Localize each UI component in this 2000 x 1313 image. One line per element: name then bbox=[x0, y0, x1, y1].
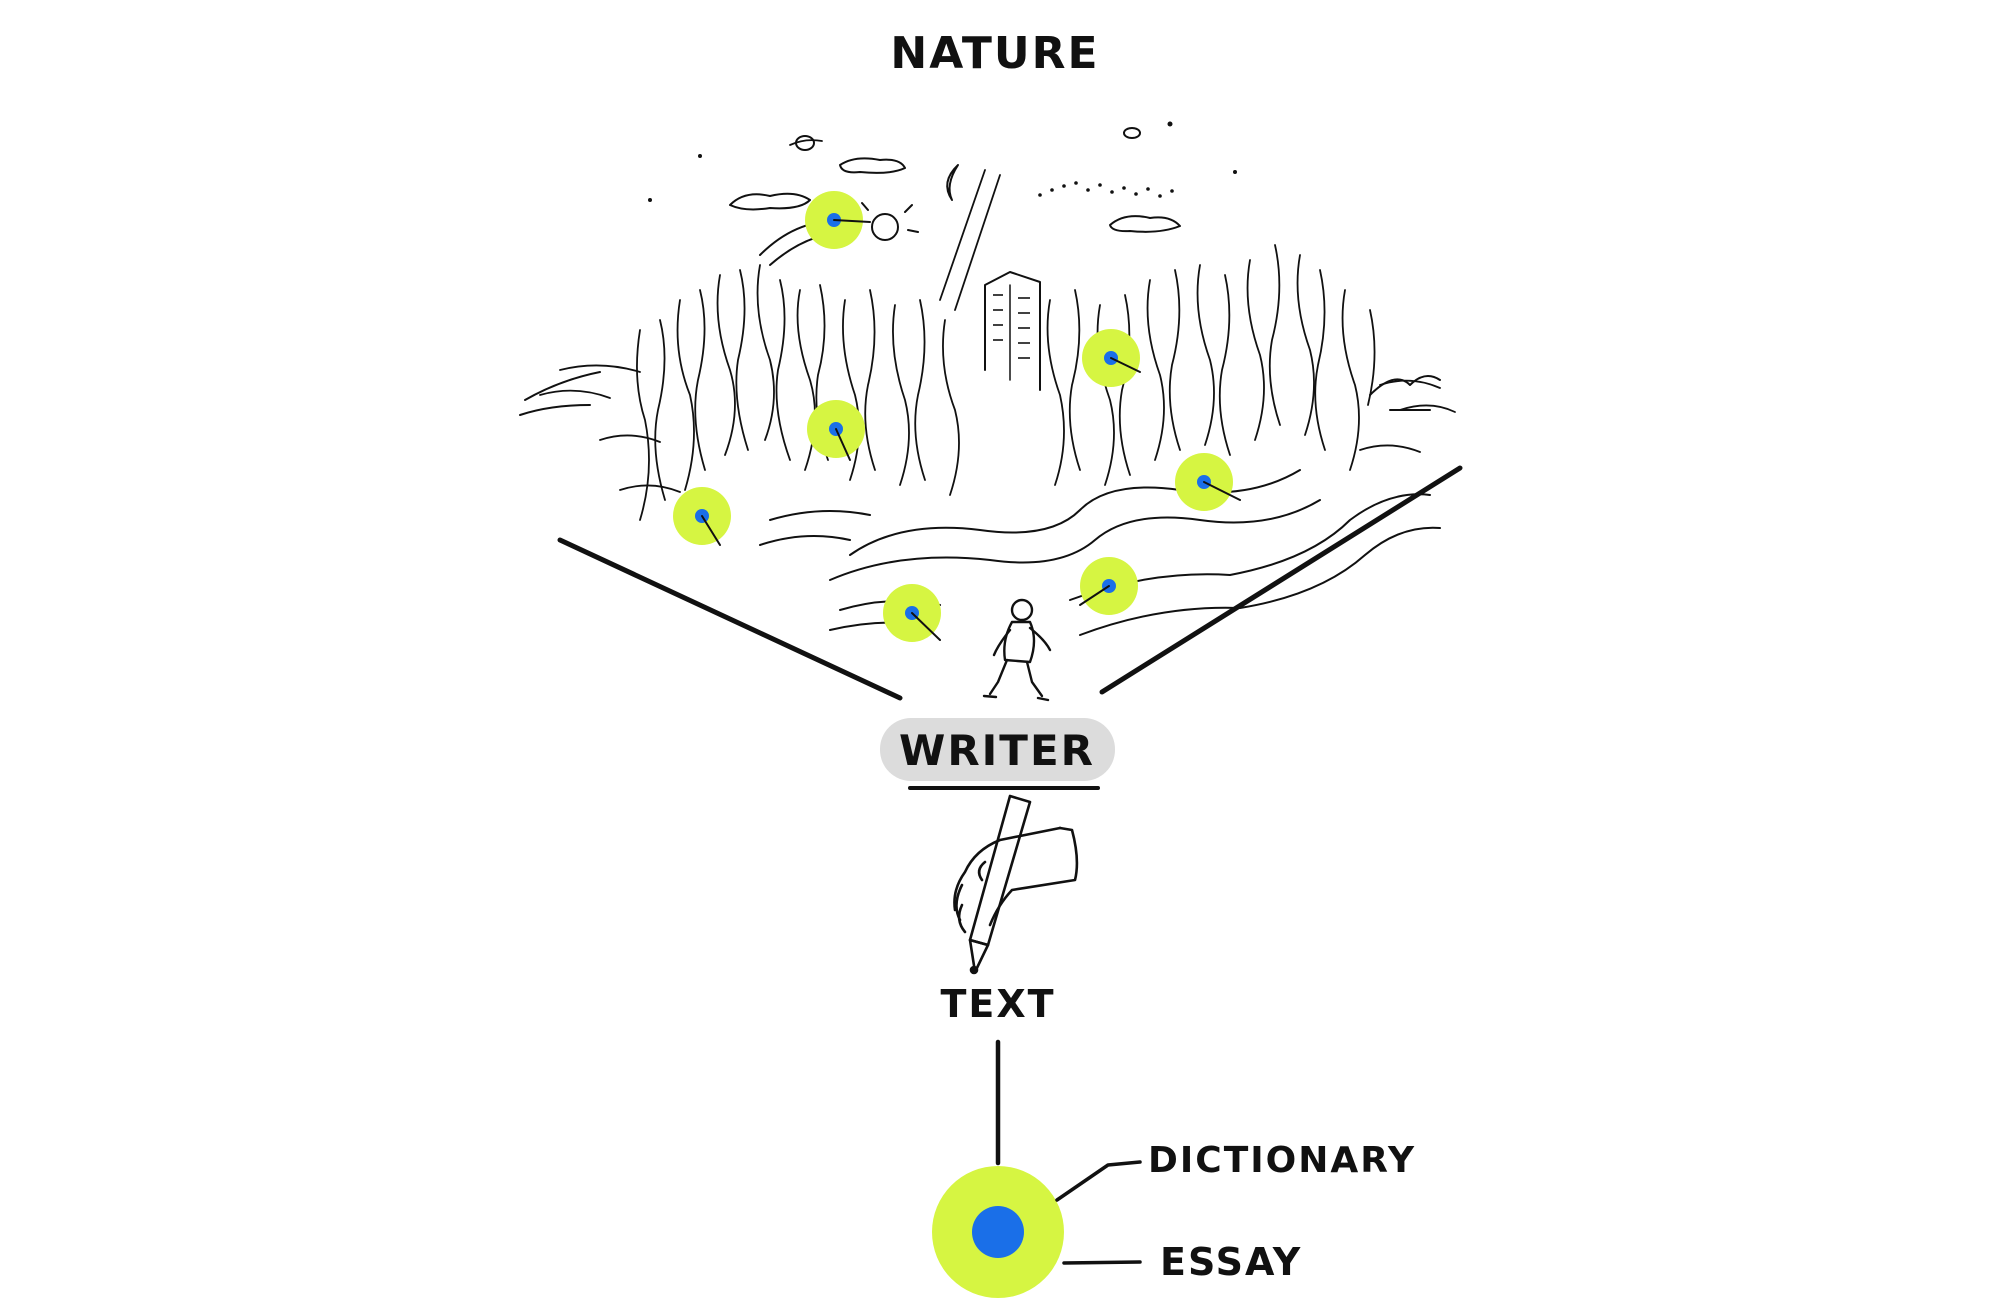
writer-pill bbox=[880, 718, 1115, 781]
dictionary-connector bbox=[1055, 1160, 1142, 1202]
nature-label: NATURE bbox=[890, 28, 1099, 79]
sky bbox=[648, 121, 1237, 311]
hand-holding-pen-icon bbox=[953, 794, 1079, 975]
mountains bbox=[519, 371, 1441, 416]
nature-landscape bbox=[519, 121, 1456, 636]
text-label: TEXT bbox=[940, 982, 1055, 1026]
funnel-left-line bbox=[557, 537, 903, 701]
essay-connector bbox=[1062, 1260, 1142, 1265]
writer-label: WRITER bbox=[899, 726, 1095, 775]
essay-label: ESSAY bbox=[1160, 1240, 1302, 1284]
output-node bbox=[932, 1166, 1064, 1298]
stars bbox=[1038, 181, 1174, 198]
output-node-dot bbox=[972, 1206, 1024, 1258]
writer-node: WRITER bbox=[880, 718, 1115, 790]
buildings bbox=[984, 271, 1041, 391]
funnel-right-line bbox=[1099, 465, 1463, 695]
highlight-points bbox=[673, 191, 1241, 642]
walking-person-icon bbox=[982, 598, 1052, 702]
foliage bbox=[539, 244, 1456, 521]
dictionary-label: DICTIONARY bbox=[1148, 1140, 1416, 1181]
